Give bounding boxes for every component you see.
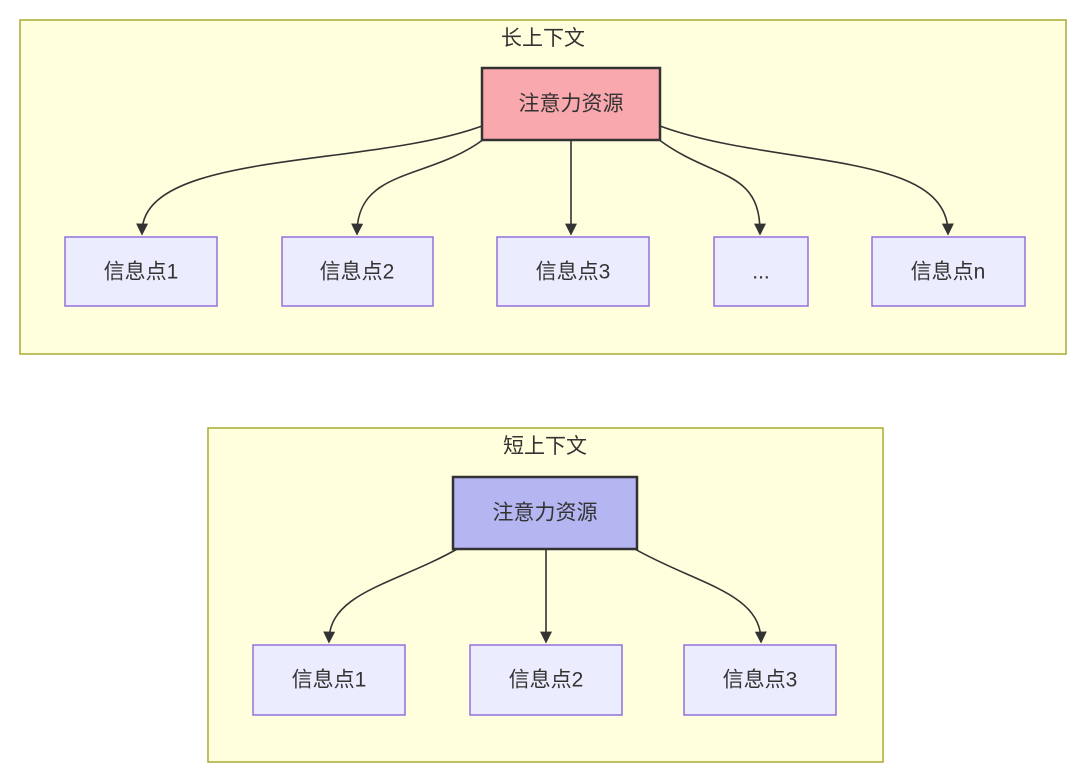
edge-long-to-infon [659, 125, 954, 236]
info-node-box [252, 644, 406, 716]
attention-node-long-box [480, 66, 662, 142]
info-node-short-3: 信息点3 [683, 644, 837, 716]
info-node-box [713, 236, 809, 307]
info-node-long-3: 信息点3 [496, 236, 650, 307]
info-node-box [64, 236, 218, 307]
info-node-label: 信息点3 [723, 669, 798, 692]
info-node-long-1: 信息点1 [64, 236, 218, 307]
info-node-label: ... [752, 261, 770, 284]
attention-node-short: 注意力资源 [451, 475, 639, 551]
edge-short-to-info1 [323, 547, 460, 644]
info-node-box [469, 644, 623, 716]
long-context-title: 长上下文 [501, 27, 585, 50]
attention-node-short-label: 注意力资源 [493, 502, 598, 525]
edge-long-to-info1 [136, 125, 483, 236]
info-node-label: 信息点2 [320, 261, 395, 284]
info-node-label: 信息点1 [292, 669, 367, 692]
attention-node-short-box [451, 475, 639, 551]
attention-node-long-label: 注意力资源 [519, 93, 624, 116]
info-node-short-2: 信息点2 [469, 644, 623, 716]
info-node-label: 信息点1 [104, 261, 179, 284]
info-node-label: 信息点3 [536, 261, 611, 284]
info-node-box [496, 236, 650, 307]
edge-short-to-info3 [632, 547, 767, 644]
short-context-diagram: 短上下文 注意力资源 信息点1 信息点2 信息点3 [207, 427, 884, 763]
info-node-label: 信息点n [911, 261, 986, 284]
info-node-label: 信息点2 [509, 669, 584, 692]
info-node-box [871, 236, 1026, 307]
info-node-long-ellipsis: ... [713, 236, 809, 307]
info-node-box [281, 236, 434, 307]
edge-long-to-ellipsis [657, 138, 766, 236]
info-node-long-n: 信息点n [871, 236, 1026, 307]
info-node-short-1: 信息点1 [252, 644, 406, 716]
info-node-long-2: 信息点2 [281, 236, 434, 307]
attention-node-long: 注意力资源 [480, 66, 662, 142]
long-context-diagram: 长上下文 注意力资源 信息点1 信息点2 信息点3 ... [19, 19, 1067, 355]
info-node-box [683, 644, 837, 716]
short-context-title: 短上下文 [503, 435, 587, 458]
edge-long-to-info2 [351, 138, 485, 236]
